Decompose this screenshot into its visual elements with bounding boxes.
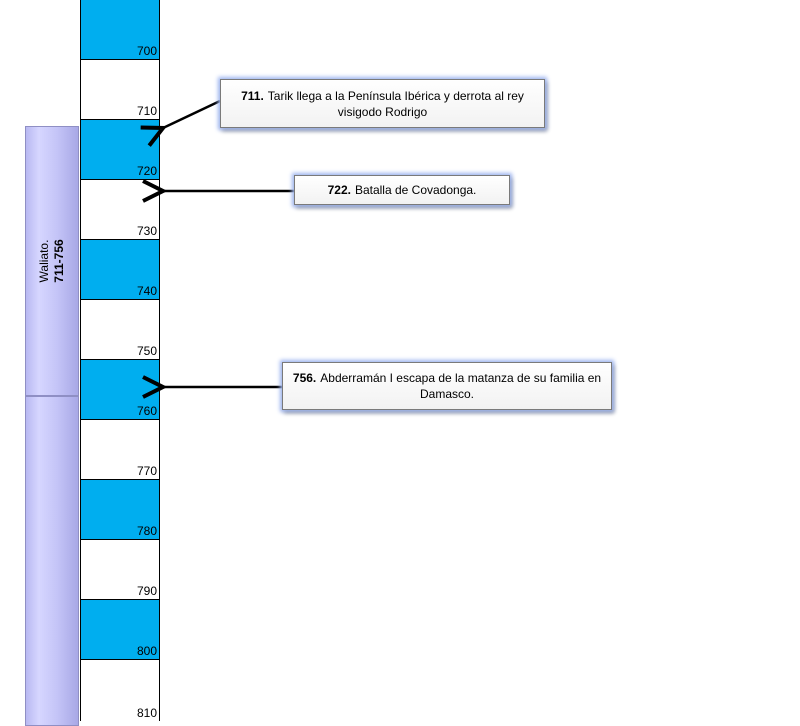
event-callout-711: 711.Tarik llega a la Península Ibérica y… bbox=[220, 79, 545, 128]
year-label: 780 bbox=[136, 524, 157, 538]
year-label: 740 bbox=[136, 284, 157, 298]
event-callout-722: 722.Batalla de Covadonga. bbox=[294, 175, 510, 205]
timeline-segment: 800 bbox=[81, 600, 159, 660]
timeline-segment: 790 bbox=[81, 540, 159, 600]
arrow-711 bbox=[163, 99, 221, 128]
timeline-segment: 770 bbox=[81, 420, 159, 480]
year-label: 800 bbox=[136, 644, 157, 658]
period-bar-next bbox=[25, 396, 79, 726]
event-text: Abderramán I escapa de la matanza de su … bbox=[320, 371, 602, 401]
year-label: 710 bbox=[136, 104, 157, 118]
timeline-segment: 700 bbox=[81, 0, 159, 60]
timeline-segment: 780 bbox=[81, 480, 159, 540]
event-year: 756. bbox=[292, 371, 317, 385]
year-label: 770 bbox=[136, 464, 157, 478]
year-label: 750 bbox=[136, 344, 157, 358]
year-label: 760 bbox=[136, 404, 157, 418]
year-label: 700 bbox=[136, 44, 157, 58]
timeline-segment: 710 bbox=[81, 60, 159, 120]
timeline-segment: 740 bbox=[81, 240, 159, 300]
period-bar-waliato: Waliato. 711-756 bbox=[25, 126, 79, 396]
year-label: 810 bbox=[136, 706, 157, 720]
timeline-ruler: 700 710 720 730 740 750 760 770 780 790 … bbox=[80, 0, 160, 721]
event-text: Tarik llega a la Península Ibérica y der… bbox=[267, 88, 524, 119]
year-label: 790 bbox=[136, 584, 157, 598]
event-year: 722. bbox=[327, 183, 351, 197]
event-text: Batalla de Covadonga. bbox=[354, 183, 477, 197]
event-year: 711. bbox=[241, 88, 264, 103]
year-label: 730 bbox=[136, 224, 157, 238]
year-label: 720 bbox=[136, 164, 157, 178]
timeline-segment: 810 bbox=[81, 660, 159, 721]
event-callout-756: 756.Abderramán I escapa de la matanza de… bbox=[282, 362, 612, 410]
timeline-segment: 750 bbox=[81, 300, 159, 360]
